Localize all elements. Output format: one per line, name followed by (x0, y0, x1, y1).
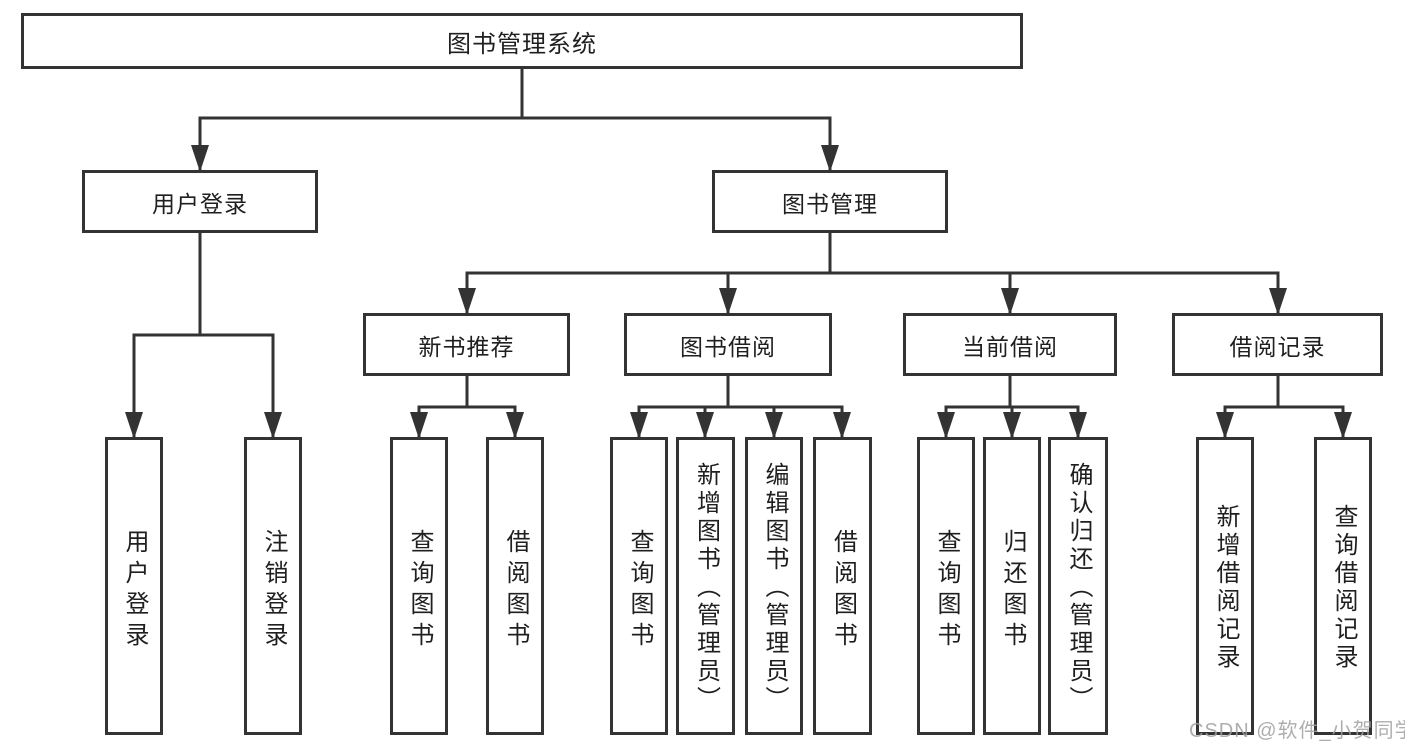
leaf-add-books-admin: 新增图书（管理员） (676, 437, 735, 735)
leaf-confirm-return-admin: 确认归还（管理员） (1048, 437, 1108, 735)
node-user-login: 用户登录 (82, 170, 318, 233)
leaf-query-books-recommend: 查询图书 (390, 437, 448, 735)
leaf-query-borrow-record: 查询借阅记录 (1314, 437, 1372, 735)
node-borrow-records: 借阅记录 (1172, 313, 1383, 376)
leaf-borrow-books: 借阅图书 (813, 437, 872, 735)
node-root: 图书管理系统 (21, 13, 1023, 69)
leaf-user-login: 用户登录 (105, 437, 163, 735)
node-new-book-recommend: 新书推荐 (363, 313, 570, 376)
watermark: CSDN @软件_小贺同学 (1189, 720, 1405, 742)
leaf-borrow-books-recommend: 借阅图书 (486, 437, 544, 735)
leaf-query-books-borrow: 查询图书 (610, 437, 668, 735)
leaf-logout: 注销登录 (244, 437, 302, 735)
leaf-edit-books-admin: 编辑图书（管理员） (745, 437, 803, 735)
node-book-management: 图书管理 (712, 170, 948, 233)
node-current-borrow: 当前借阅 (903, 313, 1117, 376)
leaf-query-books-current: 查询图书 (917, 437, 975, 735)
node-book-borrow: 图书借阅 (624, 313, 832, 376)
leaf-add-borrow-record: 新增借阅记录 (1196, 437, 1254, 735)
leaf-return-books: 归还图书 (983, 437, 1041, 735)
